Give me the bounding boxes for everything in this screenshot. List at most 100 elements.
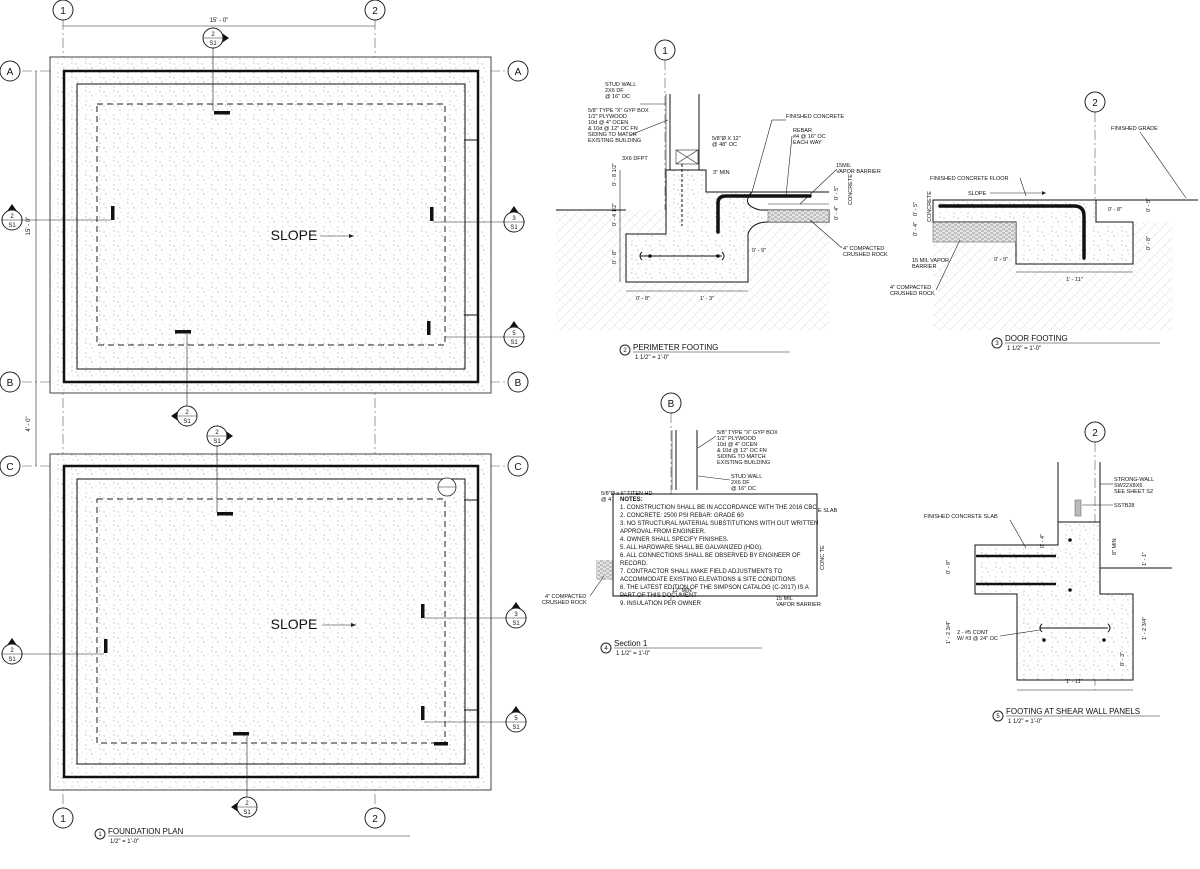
detail-grid-bubble xyxy=(660,392,682,414)
upper-slab-edge xyxy=(96,103,446,346)
label-stud-wall: 2X6 DF xyxy=(605,88,624,94)
label-compacted: CRUSHED ROCK xyxy=(890,291,935,297)
view-number-bubble xyxy=(992,710,1004,722)
grid-label: C xyxy=(514,462,521,473)
label-vapor: 15 MIL VAPOR xyxy=(912,258,949,264)
section-marker-2[interactable]: 2 S1 xyxy=(1,638,104,665)
detail-grid-label: 1 xyxy=(662,46,668,57)
detail-grid-label: 2 xyxy=(1092,428,1098,439)
note-line: 2. CONCRETE: 2500 PSI REBAR: GRADE 60 xyxy=(620,513,744,519)
view-number-bubble xyxy=(991,337,1003,349)
grid-bubble-c-left xyxy=(0,455,21,477)
door-notch xyxy=(464,128,479,316)
label-strongwall: SEE SHEET S2 xyxy=(1114,489,1153,495)
label-slope: SLOPE xyxy=(968,191,987,197)
leader xyxy=(697,435,717,449)
section-marker-5[interactable]: 5 S1 xyxy=(424,706,527,733)
anchor-mark xyxy=(430,207,434,221)
detail-section-1: B 5/8" TYPE "X" GYP BOX 1/2" PLYWOOD 10d… xyxy=(542,392,838,657)
crushed-rock xyxy=(596,560,614,580)
view-number: 3 xyxy=(995,341,999,347)
label-cont: W/ #3 @ 24" OC xyxy=(957,636,998,642)
label-strongwall: STRONG-WALL xyxy=(1114,477,1154,483)
crushed-rock xyxy=(932,221,1017,243)
anchor-mark xyxy=(217,512,233,516)
notes-title: NOTES: xyxy=(620,497,643,503)
label-stud-wall: STUD WALL xyxy=(731,474,762,480)
door-notch xyxy=(464,488,479,711)
grid-bubble-b-left xyxy=(0,371,21,393)
section-marker-2[interactable]: 2 S1 xyxy=(202,27,229,111)
rebar-dot xyxy=(1042,638,1046,642)
label-stud-wall: @ 16" OC xyxy=(731,486,756,492)
section-marker-2[interactable]: 2 S1 xyxy=(171,334,198,427)
label-concrete: CONCRETE xyxy=(927,191,933,222)
label-compacted: 4" COMPACTED xyxy=(545,594,586,600)
rebar-dot xyxy=(1068,538,1072,542)
leader xyxy=(999,629,1041,637)
dimension-text: 0' - 4" xyxy=(1040,534,1046,548)
section-marker-3[interactable]: 3 S1 xyxy=(424,602,527,629)
label-dfpt: 3X6 DFPT xyxy=(622,156,648,162)
label-titen: 5/8"Ø x 6" TITEN HD xyxy=(601,491,653,497)
note-line: 8. THE LATEST EDITION OF THE SIMPSON CAT… xyxy=(620,585,809,591)
label-stud-wall: STUD WALL xyxy=(605,82,636,88)
svg-text:S1: S1 xyxy=(209,41,217,47)
lower-footing-outline xyxy=(62,464,480,779)
label-rebar: #4 @ 16" OC xyxy=(793,134,826,140)
dimension-gap: 4' - 0" xyxy=(26,416,32,431)
svg-text:S1: S1 xyxy=(8,223,16,229)
section-marker-2[interactable]: 2 S1 xyxy=(231,736,258,818)
section-marker-2[interactable]: 2 S1 xyxy=(206,425,233,512)
section-marker-5[interactable]: 5 S1 xyxy=(445,321,525,348)
note-line: 9. INSULATION PER OWNER xyxy=(620,601,702,607)
note-line: ACCOMMODATE EXISTING ELEVATIONS & SITE C… xyxy=(620,577,796,583)
label-grade: FINISHED GRADE xyxy=(1111,126,1158,132)
svg-text:2: 2 xyxy=(10,648,14,654)
leader xyxy=(629,119,669,136)
grid-label: C xyxy=(6,462,13,473)
label-gyp: EXISTING BUILDING xyxy=(588,138,641,144)
label-sstb: SSTB28 xyxy=(1114,503,1134,509)
label-finished-concrete: FINISHED CONCRETE xyxy=(786,114,844,120)
detail-grid-bubble xyxy=(1084,421,1106,443)
section-marker-3[interactable]: 3 S1 xyxy=(433,206,525,233)
label-gyp: 5/8" TYPE "X" GYP BOX xyxy=(588,108,649,114)
svg-text:S1: S1 xyxy=(243,810,251,816)
dimension-text: 0' - 5" xyxy=(834,186,840,200)
grid-bubble-1-top xyxy=(52,0,74,21)
lower-slab-edge xyxy=(96,498,446,744)
label-gyp: 10d @ 4" OCEN xyxy=(588,120,628,126)
view-scale: 1 1/2" = 1'-0" xyxy=(616,651,650,657)
dimension-text: 0' - 5" xyxy=(1146,198,1152,212)
label-vapor: VAPOR BARRIER xyxy=(776,602,821,608)
notes-box xyxy=(612,493,818,597)
dimension-text: 1' - 11" xyxy=(1066,679,1083,685)
svg-text:3: 3 xyxy=(514,612,518,618)
svg-text:S1: S1 xyxy=(510,340,518,346)
slope-arrowhead xyxy=(1042,191,1046,195)
grid-bubble-b-right xyxy=(507,371,529,393)
dimension-text: 0' - 8" xyxy=(612,250,618,264)
sill-plate-cross xyxy=(675,149,699,165)
svg-text:S1: S1 xyxy=(510,225,518,231)
note-line: 3. NO STRUCTURAL MATERIAL SUBSTITUTIONS … xyxy=(620,521,818,527)
section-marker-2[interactable]: 2 S1 xyxy=(1,204,111,231)
leader xyxy=(809,219,843,249)
svg-text:5: 5 xyxy=(514,716,518,722)
dimension-width: 15' - 0" xyxy=(210,18,229,24)
note-line: 5. ALL HARDWARE SHALL BE GALVANIZED (HDG… xyxy=(620,545,763,551)
grid-bubble-1-bottom xyxy=(52,807,74,829)
leader xyxy=(751,119,773,193)
view-number: 4 xyxy=(604,646,608,652)
label-vapor: 15MIL xyxy=(836,163,851,169)
slope-label: SLOPE xyxy=(271,227,318,243)
detail-grid-label: 2 xyxy=(1092,98,1098,109)
svg-text:S1: S1 xyxy=(213,439,221,445)
dimension-text: 0' - 5" xyxy=(913,202,919,216)
grid-bubble-a-right xyxy=(507,60,529,82)
upper-footing-outline xyxy=(62,69,480,384)
note-line: 7. CONTRACTOR SHALL MAKE FIELD ADJUSTMEN… xyxy=(620,569,782,575)
view-number: 5 xyxy=(996,714,1000,720)
dimension-text: 1' - 2 3/4" xyxy=(946,621,952,644)
